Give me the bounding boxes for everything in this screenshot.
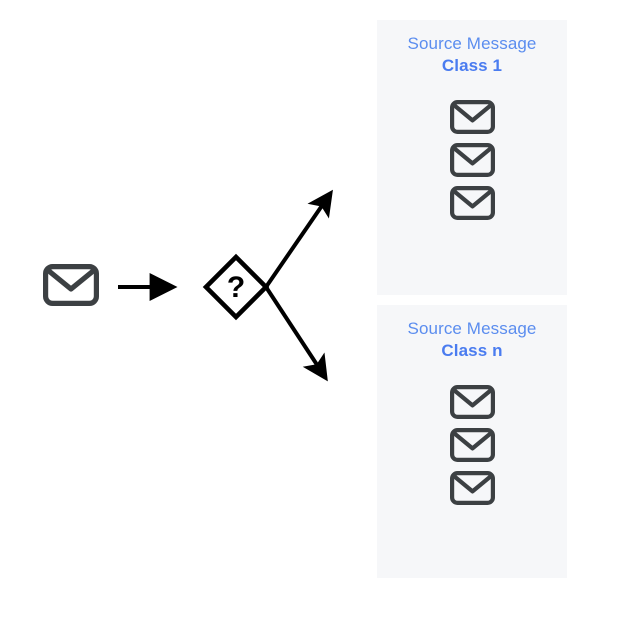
class-panel-class-n: Source Message Class n [377,305,567,578]
class-panel-caption-top: Source Message [407,34,537,53]
arrow-decision-to-class-1 [264,189,333,289]
message-list [449,100,495,221]
envelope-icon [42,263,99,306]
decision-question-mark: ? [227,271,245,304]
class-panel-caption-bottom: Class 1 [441,56,503,76]
arrow-decision-to-class-n [264,285,328,382]
envelope-icon [449,471,495,506]
envelope-icon [449,100,495,135]
input-message-envelope [42,263,99,306]
class-panel-caption: Source Message Class 1 [408,34,537,76]
envelope-icon [449,143,495,178]
class-panel-class-1: Source Message Class 1 [377,20,567,295]
envelope-icon [449,385,495,420]
diamond-decision-icon: ? [202,253,270,321]
message-list [449,385,495,506]
envelope-icon [449,428,495,463]
envelope-icon [449,186,495,221]
class-panel-caption-top: Source Message [407,319,537,338]
class-panel-caption: Source Message Class n [408,319,537,361]
class-panel-caption-bottom: Class n [441,341,503,361]
